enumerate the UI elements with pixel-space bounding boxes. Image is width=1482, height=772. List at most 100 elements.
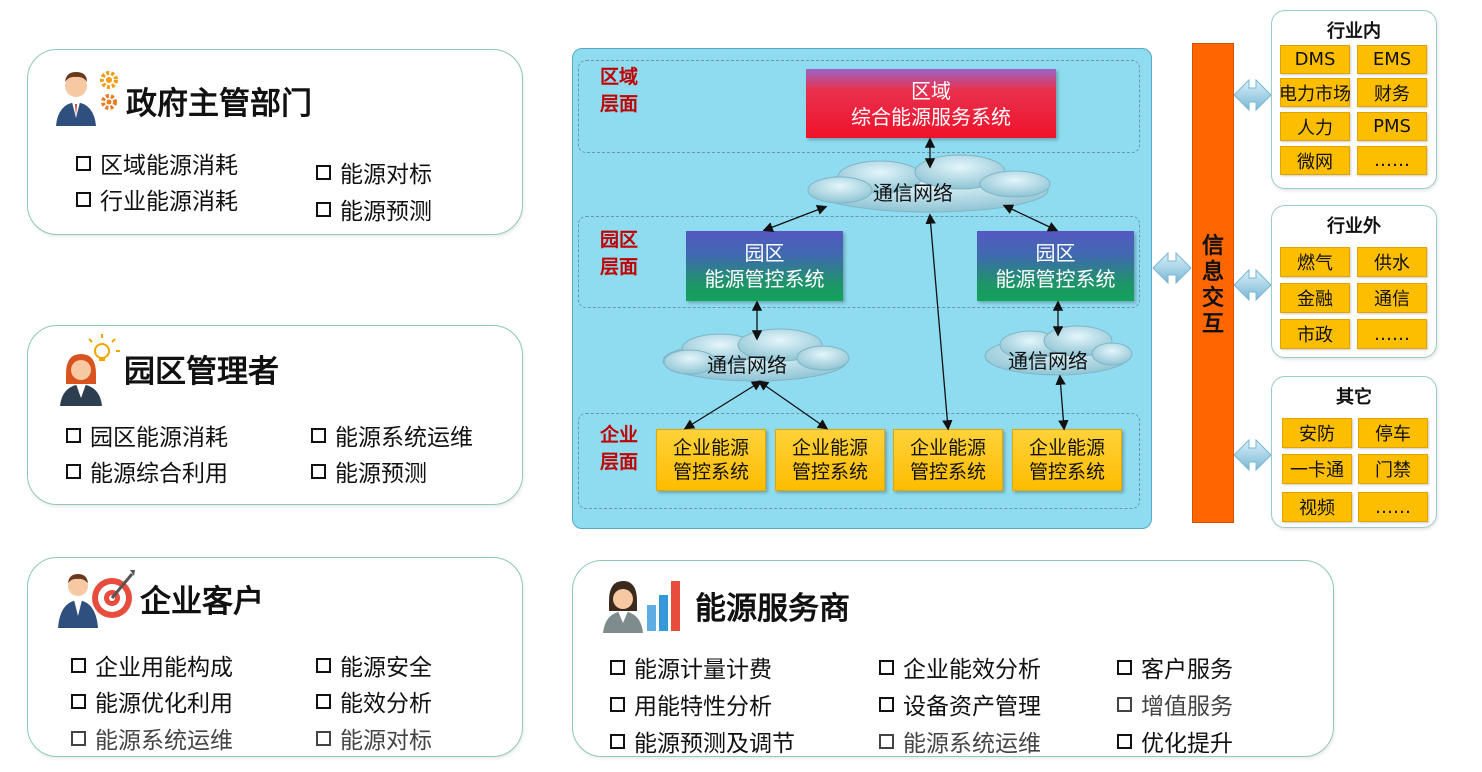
other-item: 视频 xyxy=(1282,492,1352,522)
enterprise-item-structure: 企业用能构成 xyxy=(71,648,233,682)
checkbox-icon xyxy=(610,659,625,675)
checkbox-icon xyxy=(311,427,326,443)
in-industry-item: 人力 xyxy=(1280,112,1350,141)
park-system-line2: 能源管控系统 xyxy=(704,267,825,291)
regional-layer-label: 区域 层面 xyxy=(600,66,639,115)
exchange-arrow-info-in-industry xyxy=(1233,78,1272,112)
government-item-benchmark: 能源对标 xyxy=(316,155,432,189)
other-item: 门禁 xyxy=(1358,454,1428,484)
checkbox-icon xyxy=(1117,659,1132,675)
government-official-icon xyxy=(54,66,124,132)
checkbox-icon xyxy=(71,657,86,673)
out-industry-item: 通信 xyxy=(1357,283,1427,313)
other-item: 安防 xyxy=(1282,418,1352,448)
park-layer xyxy=(578,216,1140,308)
checkbox-icon xyxy=(316,730,331,746)
provider-item-efficiency-analysis: 企业能效分析 xyxy=(879,650,1041,684)
checkbox-icon xyxy=(316,164,331,180)
other-title: 其它 xyxy=(1336,387,1372,408)
other-item: 一卡通 xyxy=(1282,454,1352,484)
checkbox-icon xyxy=(316,657,331,673)
enterprise-system-line2: 管控系统 xyxy=(791,461,868,483)
exchange-arrow-info-other xyxy=(1233,438,1272,472)
out-industry-item: 金融 xyxy=(1280,283,1350,313)
checkbox-icon xyxy=(66,463,81,479)
checkbox-icon xyxy=(316,201,331,217)
in-industry-item: …… xyxy=(1357,146,1427,175)
checkbox-icon xyxy=(1117,733,1132,749)
energy-provider-title: 能源服务商 xyxy=(695,591,850,627)
energy-provider-card: 能源服务商 能源计量计费 用能特性分析 能源预测及调节 企业能效分析 设备资产管… xyxy=(572,560,1334,757)
in-industry-item: DMS xyxy=(1280,45,1350,74)
checkbox-icon xyxy=(1117,696,1132,712)
park-item-forecast: 能源预测 xyxy=(311,454,427,488)
energy-provider-icon xyxy=(601,575,683,637)
in-industry-item: EMS xyxy=(1357,45,1427,74)
checkbox-icon xyxy=(610,696,625,712)
exchange-arrow-info-out-industry xyxy=(1233,268,1272,302)
out-industry-item: 市政 xyxy=(1280,319,1350,349)
park-layer-label: 园区 层面 xyxy=(600,229,639,278)
government-item-regional-consumption: 区域能源消耗 xyxy=(76,146,238,180)
park-system-line1: 园区 xyxy=(744,241,785,265)
government-item-forecast: 能源预测 xyxy=(316,192,432,226)
enterprise-system-box-2: 企业能源 管控系统 xyxy=(775,429,885,491)
checkbox-icon xyxy=(66,427,81,443)
enterprise-item-security: 能源安全 xyxy=(316,648,432,682)
park-manager-title: 园区管理者 xyxy=(124,354,279,390)
out-industry-group: 行业外 燃气 供水 金融 通信 市政 …… xyxy=(1271,205,1437,358)
provider-item-customer-service: 客户服务 xyxy=(1117,650,1233,684)
park-system-box-left: 园区 能源管控系统 xyxy=(686,231,843,301)
enterprise-customer-icon xyxy=(56,566,136,632)
checkbox-icon xyxy=(311,463,326,479)
park-manager-icon xyxy=(56,334,126,410)
provider-item-optimization: 优化提升 xyxy=(1117,724,1233,758)
in-industry-item: PMS xyxy=(1357,112,1427,141)
provider-item-value-added: 增值服务 xyxy=(1117,687,1233,721)
in-industry-group: 行业内 DMS EMS 电力市场 财务 人力 PMS 微网 …… xyxy=(1271,10,1437,189)
enterprise-customer-title: 企业客户 xyxy=(140,584,264,620)
park-manager-card: 园区管理者 园区能源消耗 能源综合利用 能源系统运维 能源预测 xyxy=(27,325,523,505)
enterprise-system-box-1: 企业能源 管控系统 xyxy=(656,429,766,491)
enterprise-system-line1: 企业能源 xyxy=(791,437,868,459)
government-card: 政府主管部门 区域能源消耗 行业能源消耗 能源对标 能源预测 xyxy=(27,49,523,235)
info-exchange-label: 信 息 交 互 xyxy=(1201,234,1224,337)
park-item-comprehensive-use: 能源综合利用 xyxy=(66,454,228,488)
in-industry-item: 微网 xyxy=(1280,146,1350,175)
in-industry-item: 财务 xyxy=(1357,78,1427,107)
park-item-operations: 能源系统运维 xyxy=(311,418,473,452)
out-industry-item: …… xyxy=(1357,319,1427,349)
enterprise-item-efficiency: 能效分析 xyxy=(316,684,432,718)
enterprise-item-operations: 能源系统运维 xyxy=(71,721,233,755)
other-item: …… xyxy=(1358,492,1428,522)
out-industry-item: 燃气 xyxy=(1280,247,1350,277)
enterprise-system-line1: 企业能源 xyxy=(909,437,986,459)
info-exchange-bar xyxy=(1192,43,1234,523)
regional-system-line1: 区域 xyxy=(911,78,951,103)
checkbox-icon xyxy=(71,730,86,746)
enterprise-customer-card: 企业客户 企业用能构成 能源优化利用 能源系统运维 能源安全 能效分析 能源对标 xyxy=(27,557,523,757)
other-group: 其它 安防 停车 一卡通 门禁 视频 …… xyxy=(1271,376,1437,528)
checkbox-icon xyxy=(76,155,91,171)
park-item-park-consumption: 园区能源消耗 xyxy=(66,418,228,452)
park-system-line1: 园区 xyxy=(1035,241,1076,265)
checkbox-icon xyxy=(879,696,894,712)
checkbox-icon xyxy=(71,693,86,709)
enterprise-system-line2: 管控系统 xyxy=(1028,461,1105,483)
provider-item-asset-management: 设备资产管理 xyxy=(879,687,1041,721)
other-item: 停车 xyxy=(1358,418,1428,448)
network-label-right: 通信网络 xyxy=(1008,349,1088,373)
enterprise-system-box-3: 企业能源 管控系统 xyxy=(893,429,1003,491)
out-industry-item: 供水 xyxy=(1357,247,1427,277)
checkbox-icon xyxy=(610,733,625,749)
enterprise-system-line2: 管控系统 xyxy=(909,461,986,483)
in-industry-title: 行业内 xyxy=(1327,21,1381,42)
enterprise-layer xyxy=(578,413,1140,509)
checkbox-icon xyxy=(76,191,91,207)
exchange-arrow-panel-info xyxy=(1152,251,1192,285)
in-industry-item: 电力市场 xyxy=(1279,78,1351,107)
network-label-left: 通信网络 xyxy=(707,353,787,377)
network-label-top: 通信网络 xyxy=(873,181,953,205)
government-title: 政府主管部门 xyxy=(126,86,312,122)
regional-system-box: 区域 综合能源服务系统 xyxy=(806,69,1056,138)
